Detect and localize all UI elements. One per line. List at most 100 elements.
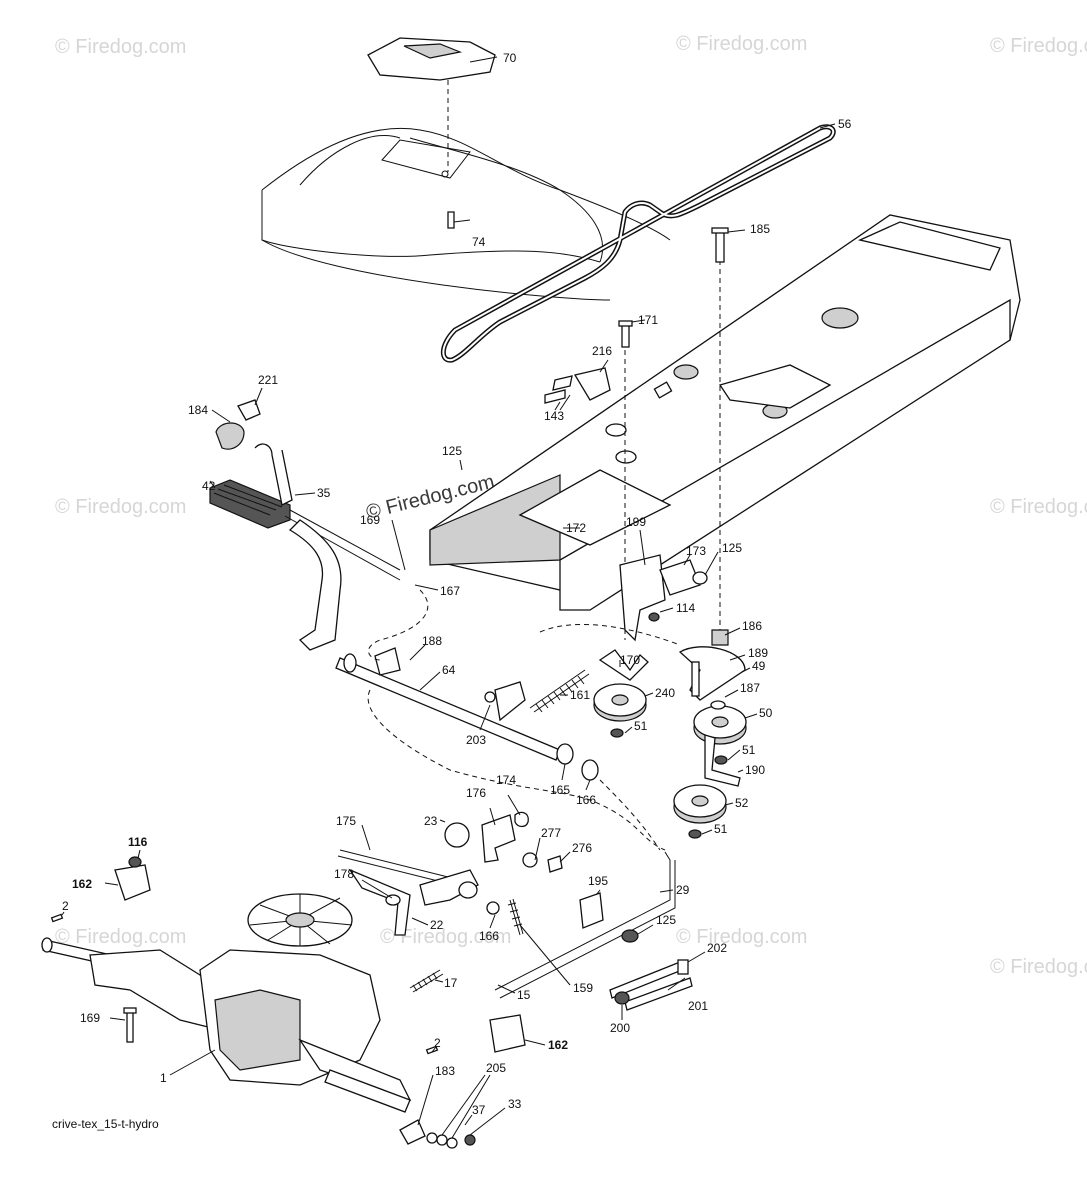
- callout-2: 2: [434, 1036, 441, 1050]
- bolts: [447, 211, 729, 640]
- callout-116: 116: [128, 835, 148, 849]
- watermark: © Firedog.com: [676, 33, 807, 55]
- watermark: © Firedog.com: [990, 496, 1087, 518]
- callout-33: 33: [508, 1097, 522, 1111]
- callout-186: 186: [742, 619, 762, 633]
- watermark: © Firedog.com: [55, 496, 186, 518]
- callout-173: 173: [686, 544, 706, 558]
- bracket-199: [619, 554, 708, 642]
- callout-125: 125: [722, 541, 742, 555]
- callout-189: 189: [748, 646, 768, 660]
- callout-17: 17: [444, 976, 458, 990]
- callout-170: 170: [620, 653, 640, 667]
- spring-161: [529, 669, 590, 713]
- watermark: © Firedog.com: [380, 926, 511, 948]
- callout-221: 221: [258, 373, 278, 387]
- tractor-frame: [429, 214, 1021, 611]
- callout-143: 143: [544, 409, 564, 423]
- callout-52: 52: [735, 796, 749, 810]
- callout-51: 51: [714, 822, 728, 836]
- callout-23: 23: [424, 814, 438, 828]
- leader-lines: [61, 56, 836, 1139]
- callout-174: 174: [496, 773, 516, 787]
- watermark: © Firedog.com: [676, 926, 807, 948]
- watermark: © Firedog.com: [990, 35, 1087, 57]
- callout-15: 15: [517, 988, 531, 1002]
- callout-167: 167: [440, 584, 460, 598]
- callout-178: 178: [334, 867, 354, 881]
- bracket-176: [444, 811, 563, 873]
- callout-42: 42: [202, 479, 216, 493]
- fender: [261, 128, 671, 301]
- callout-37: 37: [472, 1103, 486, 1117]
- callout-176: 176: [466, 786, 486, 800]
- callout-183: 183: [435, 1064, 455, 1078]
- callout-202: 202: [707, 941, 727, 955]
- watermark: © Firedog.com: [55, 926, 186, 948]
- rod-29: [494, 851, 676, 999]
- callout-2: 2: [62, 899, 69, 913]
- callout-216: 216: [592, 344, 612, 358]
- cross-shaft-64: [335, 647, 599, 781]
- callout-169: 169: [360, 513, 380, 527]
- brake-pedal-42: [209, 443, 401, 651]
- callout-161: 161: [570, 688, 590, 702]
- springs-lower: [409, 898, 524, 993]
- callout-159: 159: [573, 981, 593, 995]
- callout-205: 205: [486, 1061, 506, 1075]
- watermarks: © Firedog.com © Firedog.com © Firedog.co…: [55, 33, 1087, 978]
- callout-29: 29: [676, 883, 690, 897]
- bolts-202: [609, 959, 693, 1011]
- callout-22: 22: [430, 918, 444, 932]
- callout-187: 187: [740, 681, 760, 695]
- callout-64: 64: [442, 663, 456, 677]
- callout-125: 125: [656, 913, 676, 927]
- callout-50: 50: [759, 706, 773, 720]
- callout-185: 185: [750, 222, 770, 236]
- bracket-216: [544, 367, 611, 404]
- drive-belt-56: [440, 124, 836, 363]
- callout-175: 175: [336, 814, 356, 828]
- callouts: 70 56 74 185 171 216 143 221 184 125 42 …: [62, 51, 852, 1117]
- callout-162: 162: [548, 1038, 568, 1052]
- callout-201: 201: [688, 999, 708, 1013]
- callout-171: 171: [638, 313, 658, 327]
- callout-162: 162: [72, 877, 92, 891]
- callout-195: 195: [588, 874, 608, 888]
- callout-169: 169: [80, 1011, 100, 1025]
- watermark: © Firedog.com: [990, 956, 1087, 978]
- cover-part-70: [367, 37, 496, 172]
- cable-paths: [367, 589, 681, 851]
- pulleys: [593, 629, 747, 839]
- watermark: © Firedog.com: [55, 36, 186, 58]
- callout-276: 276: [572, 841, 592, 855]
- callout-166: 166: [576, 793, 596, 807]
- callout-1: 1: [160, 1071, 167, 1085]
- callout-51: 51: [634, 719, 648, 733]
- callout-188: 188: [422, 634, 442, 648]
- callout-165: 165: [550, 783, 570, 797]
- diagram-caption: crive-tex_15-t-hydro: [52, 1117, 159, 1131]
- bracket-170: [598, 649, 649, 681]
- callout-184: 184: [188, 403, 208, 417]
- callout-125: 125: [442, 444, 462, 458]
- callout-203: 203: [466, 733, 486, 747]
- callout-190: 190: [745, 763, 765, 777]
- callout-277: 277: [541, 826, 561, 840]
- callout-114: 114: [676, 601, 695, 615]
- callout-200: 200: [610, 1021, 630, 1035]
- lever-knob-184: [215, 399, 261, 450]
- callout-240: 240: [655, 686, 675, 700]
- callout-70: 70: [503, 51, 517, 65]
- callout-199: 199: [626, 515, 646, 529]
- callout-35: 35: [317, 486, 331, 500]
- callout-166: 166: [479, 929, 499, 943]
- callout-172: 172: [566, 521, 586, 535]
- control-rods: [337, 849, 479, 936]
- callout-49: 49: [752, 659, 766, 673]
- callout-51: 51: [742, 743, 756, 757]
- transaxle: [41, 856, 526, 1149]
- callout-56: 56: [838, 117, 852, 131]
- callout-74: 74: [472, 235, 486, 249]
